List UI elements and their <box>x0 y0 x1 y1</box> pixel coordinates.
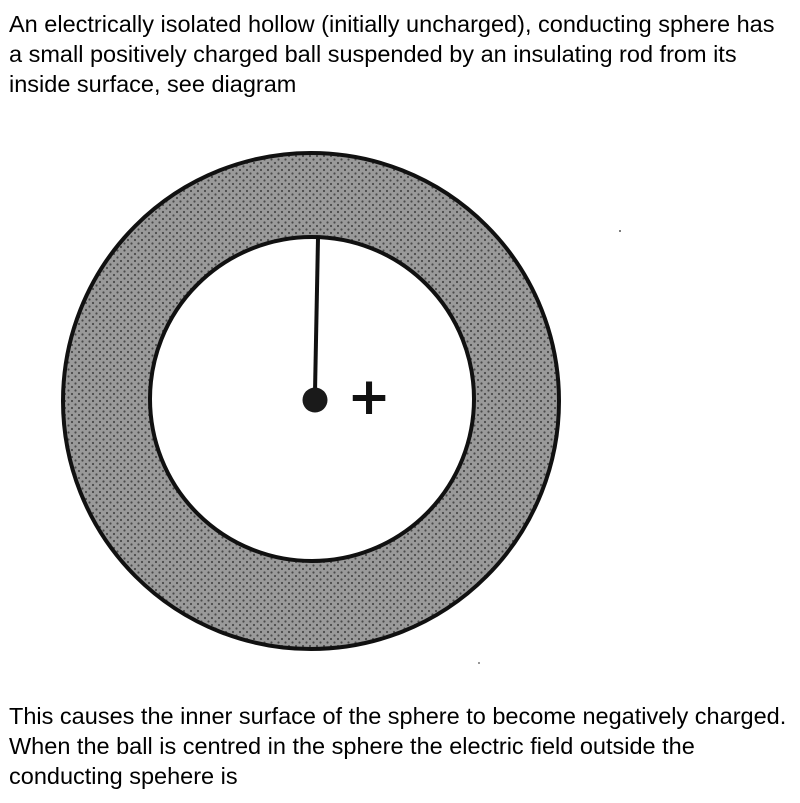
question-intro-text: An electrically isolated hollow (initial… <box>9 11 775 97</box>
positive-charge-label: + <box>347 367 391 427</box>
speck <box>619 230 621 232</box>
insulating-rod <box>313 237 320 393</box>
outer-surface <box>61 151 561 651</box>
conducting-sphere-diagram: + <box>61 151 621 664</box>
question-follow-text: This causes the inner surface of the sph… <box>9 703 787 789</box>
speck <box>478 662 480 664</box>
charged-ball <box>302 387 328 413</box>
